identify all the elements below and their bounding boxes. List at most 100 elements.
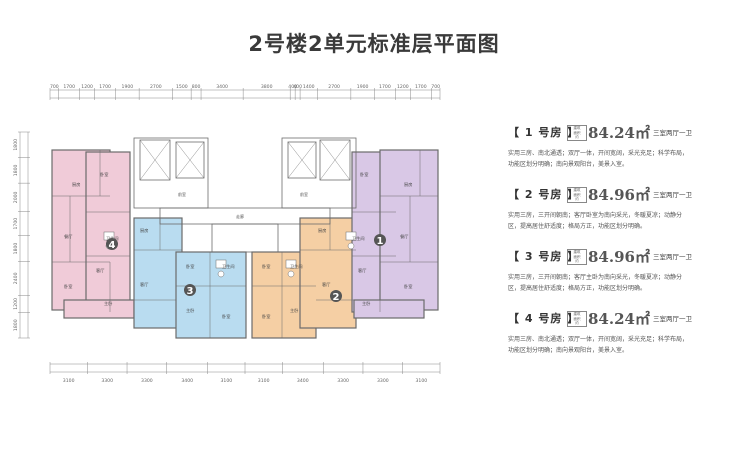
unit-marker-4 — [106, 238, 118, 250]
unit-layout: 三室两厅一卫 — [653, 315, 692, 323]
room-label-living-3: 客厅 — [140, 281, 148, 288]
dim-top-label: 1900 — [122, 84, 134, 90]
room-label-bedroom-3b: 卧室 — [222, 313, 230, 320]
dim-bottom-label: 3300 — [377, 378, 389, 384]
room-label-bedroom-2a: 卧室 — [262, 263, 270, 270]
dim-top-label: 400 — [288, 84, 297, 90]
dim-bottom-label: 3100 — [415, 378, 427, 384]
dim-bottom-label: 3300 — [101, 378, 113, 384]
room-label-kitchen-1: 厨房 — [404, 181, 412, 188]
unit-area: 84.24㎡ — [588, 124, 650, 142]
dim-top-label: 1900 — [357, 84, 369, 90]
unit-area: 84.96㎡ — [588, 186, 650, 204]
room-label-bedroom-4a: 卧室 — [100, 171, 108, 178]
dim-top-label: 1700 — [379, 84, 391, 90]
dim-bottom-label: 3300 — [337, 378, 349, 384]
room-label-living-2: 客厅 — [322, 281, 330, 288]
unit-name: 【 3 号房 】 — [508, 250, 580, 263]
dim-left-label: 2400 — [13, 272, 19, 284]
dim-left-label: 1800 — [13, 319, 19, 331]
room-label-master-1: 主卧 — [362, 300, 370, 307]
unit-3-plan — [133, 217, 247, 339]
page-title: 2号楼2单元标准层平面图 — [248, 32, 500, 56]
unit-layout: 三室两厅一卫 — [653, 191, 692, 199]
unit-area: 84.24㎡ — [588, 310, 650, 328]
dim-top-label: 3800 — [261, 84, 273, 90]
room-label-bath-3: 卫生间 — [222, 263, 235, 270]
unit-marker-1 — [374, 234, 386, 246]
dim-top-label: 1700 — [99, 84, 111, 90]
dim-left-label: 1700 — [13, 218, 19, 230]
unit-description: 实用三房，三开间朝南；客厅主卧为南向采光，冬暖夏凉；动静分区，提高居住舒适度；格… — [508, 274, 683, 292]
area-badge: 建筑面积约 — [567, 311, 587, 327]
unit-marker-4-label: 4 — [109, 240, 116, 251]
unit-name: 【 2 号房 】 — [508, 188, 580, 201]
dim-top-label: 1500 — [176, 84, 188, 90]
dim-top-label: 2700 — [328, 84, 340, 90]
unit-area: 84.96㎡ — [588, 248, 650, 266]
dim-top-label: 1700 — [63, 84, 75, 90]
room-label-corridor-left: 前室 — [178, 191, 186, 197]
room-label-kitchen-4: 厨房 — [72, 181, 80, 188]
dim-top-label: 2700 — [150, 84, 162, 90]
dim-bottom-label: 3100 — [258, 378, 270, 384]
top-dimension-line: 700 1700 1200 1700 1900 2700 1500 800 3400 3800 40… — [49, 84, 441, 100]
dim-bottom-label: 3300 — [141, 378, 153, 384]
dim-top-label: 700 — [431, 84, 440, 90]
area-badge: 建筑面积约 — [567, 187, 587, 203]
dim-top-label: 700 — [50, 84, 59, 90]
dim-left-label: 2000 — [13, 191, 19, 203]
unit-info-4: 【 4 号房 】 建筑面积约 84.24㎡ 三室两厅一卫 实用三房、南北通透；双… — [508, 306, 744, 356]
area-badge: 建筑面积约 — [567, 125, 587, 141]
dim-bottom-label: 3400 — [181, 378, 193, 384]
core-area — [133, 137, 357, 253]
unit-name: 【 4 号房 】 — [508, 312, 580, 325]
area-badge: 建筑面积约 — [567, 249, 587, 265]
unit-name: 【 1 号房 】 — [508, 126, 580, 139]
dim-left-label: 1800 — [13, 139, 19, 151]
unit-marker-3-label: 3 — [187, 286, 194, 297]
room-label-living-4: 客厅 — [96, 267, 104, 274]
unit-2-plan — [251, 217, 357, 339]
unit-markers: 4 3 2 1 — [106, 234, 386, 303]
room-label-corridor-right: 前室 — [300, 191, 308, 197]
room-partitions — [52, 150, 438, 338]
room-label-dining-1: 餐厅 — [400, 233, 408, 240]
unit-layout: 三室两厅一卫 — [653, 253, 692, 261]
room-label-bedroom-3a: 卧室 — [186, 263, 194, 270]
unit-info-1: 【 1 号房 】 建筑面积约 84.24㎡ 三室两厅一卫 实用三房、南北通透；双… — [508, 120, 744, 170]
dim-bottom-label: 3400 — [297, 378, 309, 384]
room-label-master-3: 主卧 — [186, 307, 194, 314]
dim-top-label: 400 — [293, 84, 302, 90]
room-label-bath-1: 卫生间 — [352, 235, 365, 242]
dim-top-label: 800 — [192, 84, 201, 90]
dim-top-label: 1200 — [397, 84, 409, 90]
room-label-kitchen-2: 厨房 — [318, 227, 326, 234]
room-label-lobby: 走廊 — [236, 213, 244, 219]
dim-top-label: 1200 — [81, 84, 93, 90]
unit-info-3: 【 3 号房 】 建筑面积约 84.96㎡ 三室两厅一卫 实用三房，三开间朝南；… — [508, 244, 744, 294]
room-label-living-1: 客厅 — [358, 267, 366, 274]
room-label-kitchen-3: 厨房 — [140, 227, 148, 234]
room-label-bedroom-1b: 卧室 — [404, 283, 412, 290]
room-label-bath-2: 卫生间 — [290, 263, 303, 270]
room-label-bedroom-1a: 卧室 — [360, 171, 368, 178]
unit-marker-2 — [330, 290, 342, 302]
dim-top-label: 1700 — [415, 84, 427, 90]
dim-top-label: 3400 — [216, 84, 228, 90]
dim-bottom-label: 3100 — [220, 378, 232, 384]
dim-top-label: 1400 — [303, 84, 315, 90]
unit-description: 实用三房、南北通透；双厅一体，开间宽阔，采光充足；科学布局，功能区划分明确；南向… — [508, 336, 689, 354]
unit-description: 实用三房，三开间朝南；客厅卧室为南向采光，冬暖夏凉；动静分区，提高居住舒适度；格… — [508, 212, 683, 230]
unit-1-plan — [351, 149, 439, 319]
dim-left-label: 1200 — [13, 298, 19, 310]
unit-marker-3 — [184, 284, 196, 296]
unit-layout: 三室两厅一卫 — [653, 129, 692, 137]
room-label-master-2: 主卧 — [290, 307, 298, 314]
room-label-dining-4: 餐厅 — [64, 233, 72, 240]
unit-description: 实用三房、南北通透；双厅一体，开间宽阔，采光充足；科学布局，功能区划分明确；南向… — [508, 150, 689, 168]
unit-marker-1-label: 1 — [377, 236, 384, 247]
